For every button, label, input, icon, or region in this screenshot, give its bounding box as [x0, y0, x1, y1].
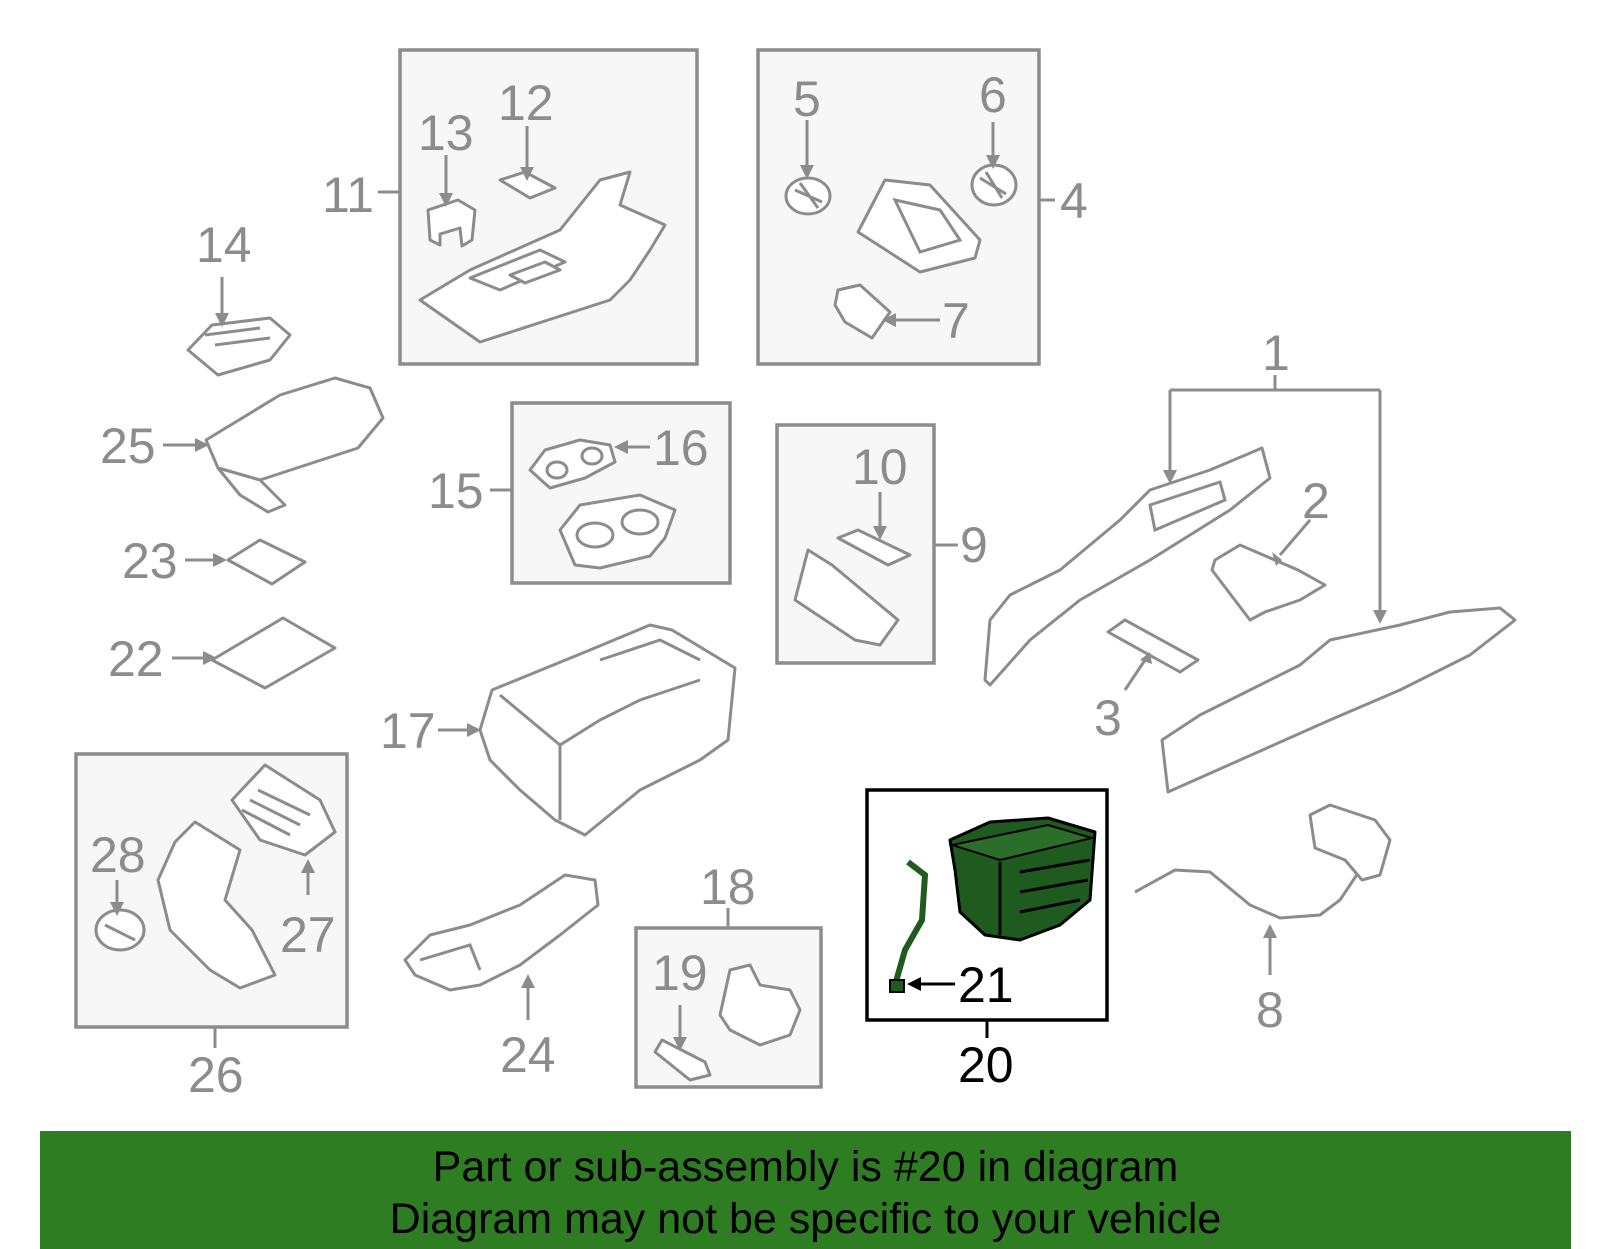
callout-20[interactable]: 20 [958, 1037, 1014, 1093]
mat-part-22 [210, 616, 337, 690]
callout-22: 22 [108, 631, 164, 687]
pad-part-23 [226, 538, 307, 586]
console-part-17 [478, 623, 737, 837]
callout-10: 10 [852, 439, 908, 495]
callout-18: 18 [700, 859, 756, 915]
callout-4: 4 [1060, 173, 1088, 229]
side-panel-part-1-left [983, 446, 1272, 687]
panel-part-9 [793, 548, 900, 647]
module-part-20[interactable] [948, 816, 1097, 942]
callout-1: 1 [1262, 325, 1290, 381]
duct-part-24 [403, 873, 600, 992]
callout-23: 23 [122, 533, 178, 589]
callout-labels: 1 2 3 4 5 6 7 8 9 10 11 12 13 14 15 16 1… [90, 67, 1330, 1103]
callout-12: 12 [498, 75, 554, 131]
harness-part-21[interactable] [889, 859, 929, 993]
callout-19: 19 [652, 945, 708, 1001]
callout-9: 9 [960, 517, 988, 573]
vent-part-27 [230, 763, 337, 857]
cover-part-12 [498, 170, 557, 200]
callout-11: 11 [322, 167, 374, 223]
cap-part-28 [94, 908, 146, 952]
group-box-15 [510, 401, 732, 585]
callout-28: 28 [90, 827, 146, 883]
callout-25: 25 [100, 418, 156, 474]
callout-5: 5 [793, 71, 821, 127]
bezel-part-4 [856, 178, 982, 274]
leader-lines [110, 120, 1387, 1051]
pad-part-10 [836, 528, 912, 567]
seal-part-16 [528, 438, 617, 490]
switch-part-7 [833, 283, 892, 340]
trim-panel-part-26 [156, 820, 277, 990]
banner-line-2: Diagram may not be specific to your vehi… [389, 1195, 1222, 1243]
cup-holder-part-15 [558, 493, 677, 570]
bracket-part-13 [426, 198, 477, 248]
callout-8: 8 [1256, 982, 1284, 1038]
strip-part-3 [1106, 618, 1200, 674]
cap-part-6 [970, 163, 1018, 207]
callout-14: 14 [196, 217, 252, 273]
armrest-part-25 [204, 376, 385, 514]
callout-17: 17 [380, 703, 436, 759]
bracket-part-19 [653, 1038, 712, 1082]
callout-3: 3 [1094, 690, 1122, 746]
callout-21[interactable]: 21 [958, 957, 1014, 1013]
harness-part-8 [1134, 803, 1392, 920]
banner-line-1: Part or sub-assembly is #20 in diagram [432, 1143, 1179, 1191]
info-banner: Part or sub-assembly is #20 in diagram D… [40, 1131, 1571, 1249]
side-panel-part-1-right [1160, 606, 1517, 794]
bracket-part-18 [718, 963, 802, 1047]
callout-24: 24 [500, 1027, 556, 1083]
callout-16: 16 [653, 420, 709, 476]
callout-7: 7 [942, 293, 970, 349]
cap-part-5 [784, 176, 832, 216]
bracket-part-2 [1210, 543, 1327, 622]
callout-15: 15 [428, 463, 484, 519]
switch-part-14 [186, 316, 292, 377]
callout-2: 2 [1302, 473, 1330, 529]
callout-13: 13 [418, 105, 474, 161]
callout-6: 6 [979, 67, 1007, 123]
console-trim-part-11 [418, 170, 667, 344]
callout-27: 27 [280, 907, 336, 963]
callout-26: 26 [188, 1047, 244, 1103]
